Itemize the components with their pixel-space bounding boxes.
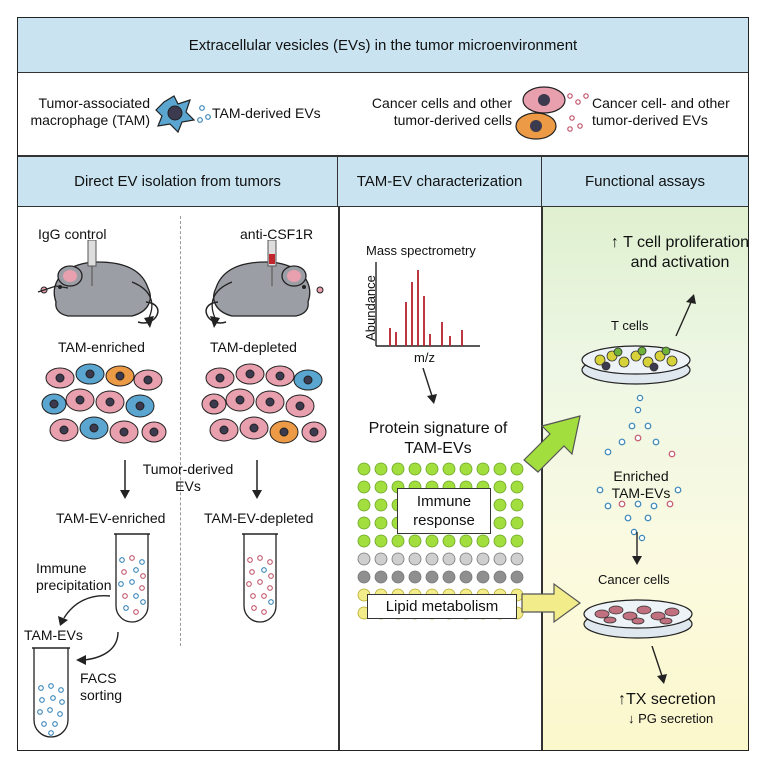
tube-enriched-icon: [114, 533, 150, 623]
tcells-label: T cells: [611, 318, 649, 333]
tx-secretion-text: TX secretion: [626, 691, 716, 708]
mouse-igg-icon: [37, 240, 159, 328]
panel-isolation-header: Direct EV isolation from tumors: [18, 157, 338, 207]
yellow-arrow-to-cancer: [521, 582, 582, 624]
mouse-csf1r-icon: [205, 240, 324, 328]
header-title: Extracellular vesicles (EVs) in the tumo…: [188, 36, 578, 54]
tx-secretion-label: ↑TX secretion: [618, 690, 716, 710]
lipid-metabolism-box: Lipid metabolism: [367, 594, 517, 619]
csf1r-label: anti-CSF1R: [240, 226, 314, 242]
tube-depleted-icon: [242, 533, 278, 623]
legend-tam-ev-label: TAM-derived EVs: [212, 105, 321, 121]
immune-precipitation-label: Immune precipitation: [36, 560, 112, 593]
arrow-cancer-down: [651, 646, 667, 684]
panel-characterization-title: TAM-EV characterization: [356, 173, 523, 190]
ms-label: Mass spectrometry: [366, 243, 476, 258]
tumor-tam-depleted-icon: [201, 363, 327, 444]
tumor-evs-label: Tumor-derived EVs: [142, 461, 234, 494]
ms-x-axis-label: m/z: [414, 350, 435, 365]
legend-divider: [18, 155, 748, 157]
cancer-dish-icon: [583, 599, 693, 639]
tcell-effect-label: ↑ T cell proliferation and activation: [610, 233, 750, 273]
signature-label: Protein signature of TAM-EVs: [368, 420, 508, 457]
arrow-ip: [58, 595, 111, 626]
arrow-down-right: [252, 460, 262, 499]
panel-divider-2: [541, 207, 543, 750]
tcell-up-arrow-icon: ↑: [610, 234, 624, 251]
enriched-evs-label: Enriched TAM-EVs: [611, 468, 671, 501]
arrow-ms-to-signature: [422, 368, 437, 404]
arrow-down-left: [120, 460, 130, 499]
ev-depleted-label: TAM-EV-depleted: [204, 510, 314, 526]
enriched-ev-cloud: [596, 394, 682, 542]
panel-divider-1: [338, 207, 340, 750]
legend-tam-label: Tumor-associated macrophage (TAM): [30, 95, 150, 128]
arrow-facs: [76, 631, 119, 665]
panel-characterization-header: TAM-EV characterization: [338, 157, 542, 207]
tcell-dish-icon: [581, 345, 691, 385]
panel-assays-header: Functional assays: [542, 157, 748, 207]
pg-secretion-label: ↓ PG secretion: [628, 711, 713, 727]
panel-isolation-title: Direct EV isolation from tumors: [74, 173, 281, 190]
tam-depleted-label: TAM-depleted: [210, 339, 297, 355]
ms-spectrum-icon: [375, 262, 480, 347]
cancer-cells-label: Cancer cells: [598, 572, 670, 587]
arrow-tcells-up: [675, 294, 696, 337]
immune-response-box: Immune response: [397, 488, 491, 534]
tam-enriched-label: TAM-enriched: [58, 339, 145, 355]
tx-up-arrow-icon: ↑: [618, 691, 626, 708]
pg-down-arrow-icon: ↓: [628, 711, 639, 726]
tumor-tam-enriched-icon: [41, 363, 167, 444]
header-bar: Extracellular vesicles (EVs) in the tumo…: [18, 18, 748, 73]
tube-tam-evs-icon: [32, 647, 70, 738]
legend-cancer-ev-label: Cancer cell- and other tumor-derived EVs: [592, 95, 730, 128]
panel-assays-title: Functional assays: [584, 173, 706, 190]
facs-sorting-label: FACS sorting: [80, 670, 123, 703]
green-arrow-to-tcells: [523, 415, 581, 473]
isolation-dashed-divider: [180, 216, 181, 646]
assays-background: [542, 207, 748, 750]
ev-enriched-label: TAM-EV-enriched: [56, 510, 166, 526]
legend-cancer-label: Cancer cells and other tumor-derived cel…: [371, 95, 512, 128]
figure-frame: [17, 17, 749, 751]
igg-label: IgG control: [38, 226, 107, 242]
tam-evs-label: TAM-EVs: [24, 627, 83, 643]
pg-secretion-text: PG secretion: [638, 711, 714, 726]
legend-cancer-icon: [515, 86, 589, 140]
legend-tam-icon: [155, 95, 211, 134]
arrow-evs-down: [632, 532, 642, 565]
tcell-effect-text: T cell proliferation and activation: [623, 234, 750, 271]
